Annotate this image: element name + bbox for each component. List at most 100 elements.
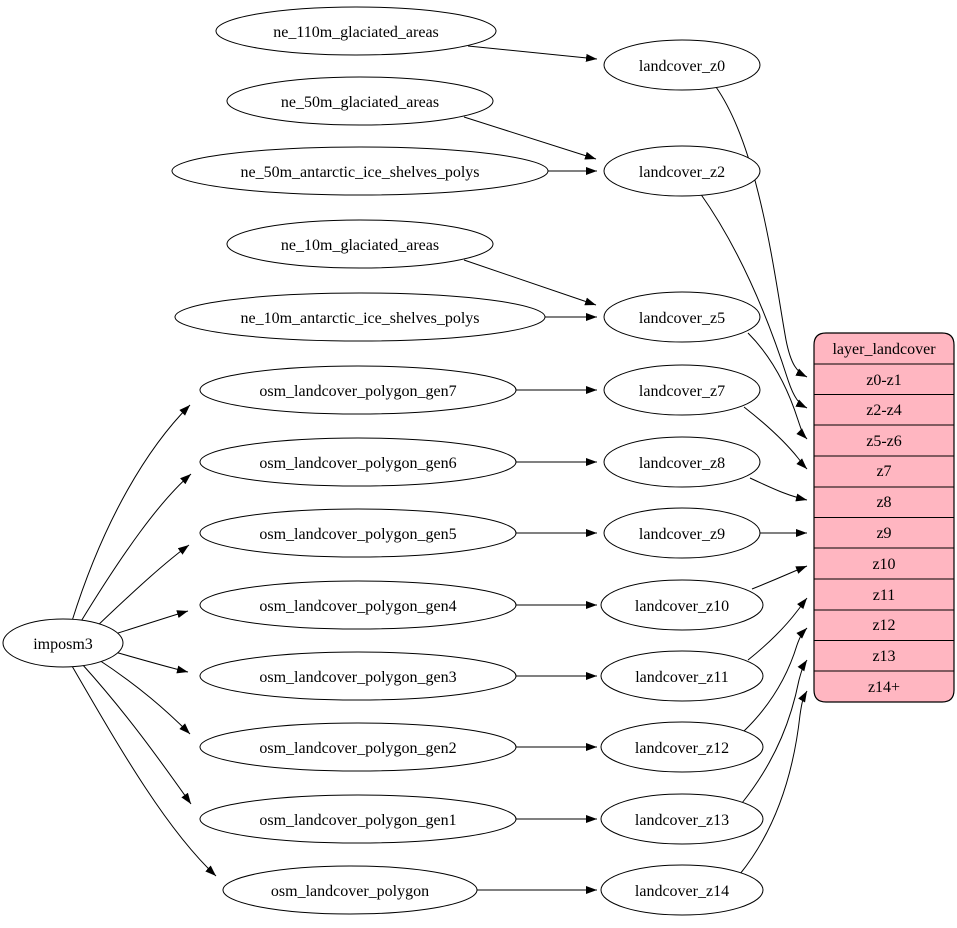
node-ellipse: [199, 794, 517, 844]
node-landcover_z13: landcover_z13: [600, 793, 764, 845]
node-landcover_z0: landcover_z0: [603, 39, 761, 91]
edge-z10-row: [751, 565, 808, 590]
node-ellipse: [600, 864, 764, 916]
node-label: osm_landcover_polygon: [271, 883, 429, 900]
node-label: osm_landcover_polygon_gen5: [259, 526, 456, 543]
node-osm_landcover_polygon_gen6: osm_landcover_polygon_gen6: [199, 437, 517, 487]
table-row-z10: z10: [872, 556, 895, 573]
node-label: landcover_z5: [639, 310, 725, 327]
node-ellipse: [199, 365, 517, 415]
node-imposm3: imposm3: [2, 618, 124, 668]
edge-imposm3-gen3: [114, 651, 189, 674]
table-row-z8: z8: [876, 494, 891, 511]
node-ellipse: [174, 292, 546, 342]
edge-imposm3-gen7: [71, 404, 191, 622]
node-ellipse: [199, 722, 517, 772]
node-ellipse: [226, 76, 494, 126]
node-label: landcover_z11: [635, 669, 729, 686]
node-ellipse: [600, 579, 764, 631]
edges-landcover-to-table: [699, 86, 808, 875]
node-ne_10m_antarctic_ice_shelves_polys: ne_10m_antarctic_ice_shelves_polys: [174, 292, 546, 342]
node-landcover_z2: landcover_z2: [603, 145, 761, 197]
node-label: landcover_z12: [635, 740, 729, 757]
edge-imposm3-polygon: [71, 665, 217, 877]
node-label: osm_landcover_polygon_gen3: [259, 669, 456, 686]
table-row-separators: [814, 363, 954, 672]
node-ellipse: [603, 507, 761, 559]
edge-imposm3-gen1: [81, 663, 192, 805]
node-ellipse: [600, 793, 764, 845]
table-row-z0-z1: z0-z1: [866, 372, 902, 389]
edge-z2-row: [699, 192, 808, 409]
edges-source-to-landcover: [463, 45, 598, 894]
node-ne_50m_antarctic_ice_shelves_polys: ne_50m_antarctic_ice_shelves_polys: [171, 146, 549, 196]
table-title: layer_landcover: [832, 341, 936, 358]
edge-ne110m-z0: [467, 45, 598, 62]
edge-imposm3-gen6: [79, 473, 192, 624]
node-label: ne_110m_glaciated_areas: [273, 24, 439, 41]
node-label: landcover_z2: [639, 164, 725, 181]
node-landcover_z9: landcover_z9: [603, 507, 761, 559]
node-label: landcover_z13: [635, 812, 729, 829]
edge-imposm3-gen2: [95, 657, 191, 735]
node-osm_landcover_polygon_gen4: osm_landcover_polygon_gen4: [199, 580, 517, 630]
edge-z13-row: [741, 659, 808, 804]
node-label: landcover_z0: [639, 58, 725, 75]
edges-imposm3-fan: [71, 404, 217, 877]
node-ne_10m_glaciated_areas: ne_10m_glaciated_areas: [226, 219, 494, 269]
node-ellipse: [171, 146, 549, 196]
edge-z7-row: [743, 406, 808, 470]
node-ellipse: [603, 291, 761, 343]
table-row-z12: z12: [872, 617, 895, 634]
node-label: imposm3: [33, 636, 93, 653]
node-ellipse: [215, 6, 497, 56]
node-ellipse: [199, 651, 517, 701]
node-landcover_z8: landcover_z8: [603, 436, 761, 488]
table-layer_landcover: layer_landcover z0-z1 z2-z4 z5-z6 z7 z8 …: [813, 332, 955, 703]
node-ellipse: [603, 145, 761, 197]
node-landcover_z14: landcover_z14: [600, 864, 764, 916]
node-label: ne_10m_glaciated_areas: [281, 237, 439, 254]
edge-ne10m-z5: [463, 259, 597, 306]
node-label: landcover_z14: [635, 883, 729, 900]
node-ellipse: [226, 219, 494, 269]
edge-z5-row: [747, 332, 808, 440]
edge-z12-row: [743, 627, 808, 732]
node-label: ne_50m_antarctic_ice_shelves_polys: [240, 164, 479, 181]
node-ellipse: [199, 508, 517, 558]
node-label: osm_landcover_polygon_gen1: [259, 812, 456, 829]
node-label: ne_10m_antarctic_ice_shelves_polys: [240, 310, 479, 327]
node-ellipse: [2, 618, 124, 668]
table-row-z7: z7: [876, 463, 891, 480]
table-row-z13: z13: [872, 648, 895, 665]
edge-imposm3-gen4: [114, 610, 189, 635]
node-osm_landcover_polygon_gen7: osm_landcover_polygon_gen7: [199, 365, 517, 415]
table-row-z9: z9: [876, 525, 891, 542]
node-label: ne_50m_glaciated_areas: [281, 94, 439, 111]
node-ellipse: [199, 580, 517, 630]
node-osm_landcover_polygon: osm_landcover_polygon: [222, 865, 478, 915]
node-ellipse: [603, 39, 761, 91]
table-row-z5-z6: z5-z6: [866, 433, 902, 450]
node-landcover_z12: landcover_z12: [600, 721, 764, 773]
node-osm_landcover_polygon_gen1: osm_landcover_polygon_gen1: [199, 794, 517, 844]
node-landcover_z10: landcover_z10: [600, 579, 764, 631]
node-ellipse: [222, 865, 478, 915]
node-landcover_z5: landcover_z5: [603, 291, 761, 343]
node-label: landcover_z8: [639, 455, 725, 472]
edge-z14-row: [739, 690, 808, 875]
node-ellipse: [603, 364, 761, 416]
edge-z11-row: [747, 597, 808, 661]
table-row-z14: z14+: [868, 679, 900, 696]
node-osm_landcover_polygon_gen3: osm_landcover_polygon_gen3: [199, 651, 517, 701]
node-landcover_z11: landcover_z11: [600, 650, 764, 702]
node-ellipse: [600, 721, 764, 773]
node-label: osm_landcover_polygon_gen4: [259, 598, 456, 615]
node-label: osm_landcover_polygon_gen2: [259, 740, 456, 757]
node-ellipse: [603, 436, 761, 488]
table-row-z2-z4: z2-z4: [866, 402, 902, 419]
node-ne_110m_glaciated_areas: ne_110m_glaciated_areas: [215, 6, 497, 56]
edge-imposm3-gen5: [93, 544, 190, 630]
table-row-z11: z11: [873, 587, 896, 604]
